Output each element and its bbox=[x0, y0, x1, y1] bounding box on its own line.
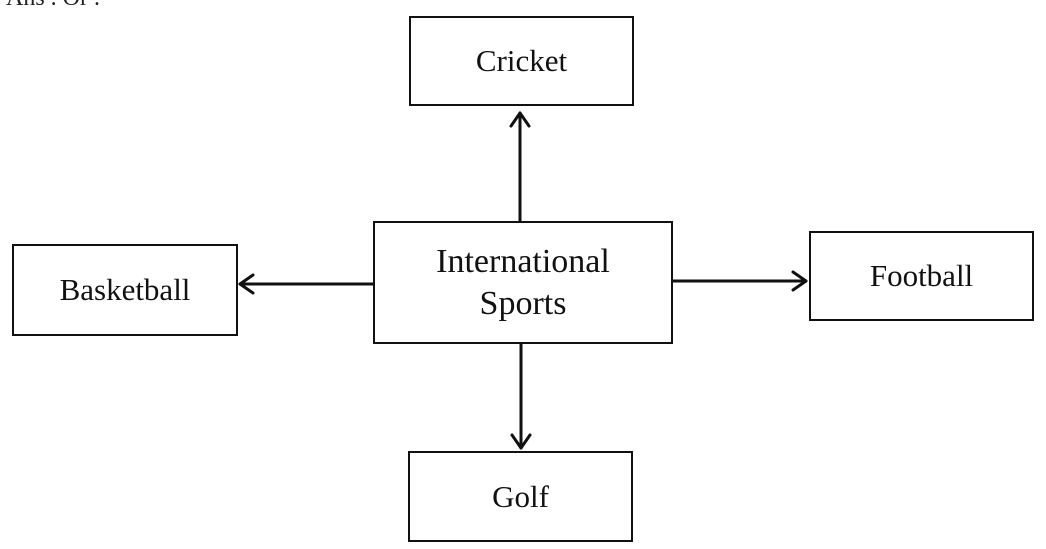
football-box: Football bbox=[809, 231, 1034, 321]
arrow-to-cricket bbox=[509, 111, 531, 223]
center-line-2: Sports bbox=[479, 284, 567, 322]
cricket-box: Cricket bbox=[409, 16, 634, 106]
cropped-header-text: Ans . Or . bbox=[6, 0, 100, 10]
arrow-to-basketball bbox=[238, 273, 375, 295]
basketball-box: Basketball bbox=[12, 244, 238, 336]
international-sports-box: International Sports bbox=[373, 221, 673, 344]
cricket-label: Cricket bbox=[475, 43, 568, 79]
football-label: Football bbox=[869, 258, 974, 294]
golf-box: Golf bbox=[408, 451, 633, 542]
golf-label: Golf bbox=[492, 478, 549, 514]
arrow-to-golf bbox=[510, 342, 532, 450]
basketball-label: Basketball bbox=[59, 272, 191, 308]
center-line-1: International bbox=[436, 243, 610, 281]
arrow-to-football bbox=[671, 270, 808, 292]
